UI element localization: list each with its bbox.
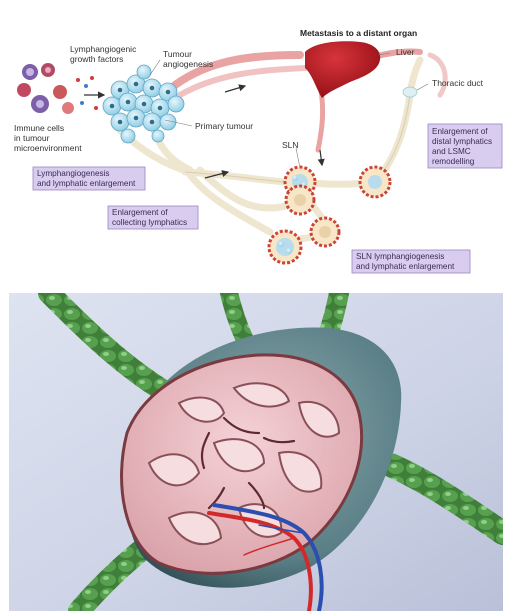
leader-lines bbox=[149, 52, 429, 169]
lymph-node-mid-1 bbox=[284, 184, 316, 216]
label-thoracic-duct: Thoracic duct bbox=[432, 78, 484, 88]
thoracic-duct bbox=[402, 86, 418, 98]
liver bbox=[305, 41, 381, 98]
label-primary-tumour: Primary tumour bbox=[195, 121, 253, 131]
follicles bbox=[147, 382, 341, 546]
growth-factor-dots bbox=[76, 76, 98, 110]
label-metastasis: Metastasis to a distant organ bbox=[300, 28, 417, 38]
lymph-node-right bbox=[358, 165, 392, 199]
flow-arrows bbox=[84, 84, 325, 179]
lymph-node-low-2 bbox=[267, 229, 303, 265]
immune-cells bbox=[17, 63, 74, 114]
lymph-node-illustration bbox=[9, 293, 503, 611]
lymph-node-low-1 bbox=[309, 216, 341, 248]
label-sln: SLN bbox=[282, 140, 299, 150]
medullary-sinuses bbox=[200, 416, 296, 510]
blood-vessels bbox=[207, 503, 324, 611]
label-liver: Liver bbox=[396, 47, 415, 57]
